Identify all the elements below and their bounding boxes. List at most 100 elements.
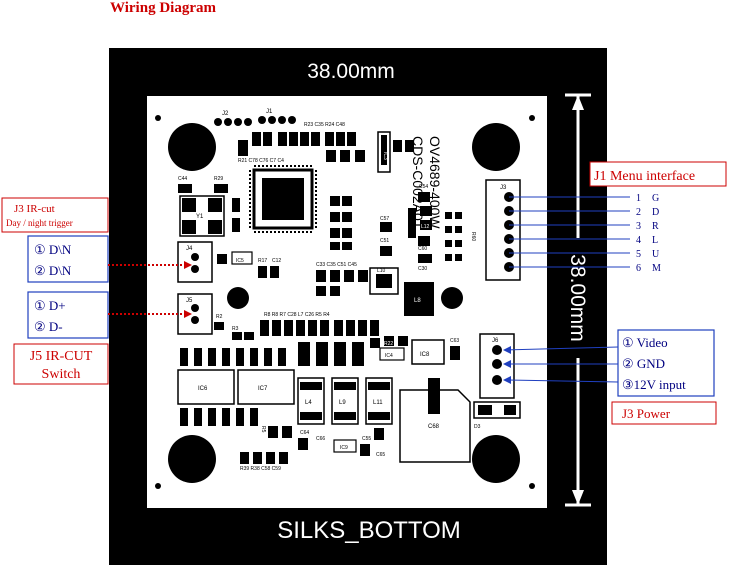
- j3-ircut-wire-arrow: [184, 261, 192, 269]
- j1-pin-num: 4: [636, 235, 641, 246]
- r2-label: R2: [216, 314, 223, 320]
- j3-power-pin-1: ① Video: [622, 335, 668, 350]
- model-line2: CDS-C002A01: [410, 136, 426, 229]
- y1-label: Y1: [196, 214, 204, 220]
- j1-pin-num: 1: [636, 193, 641, 204]
- ic2-label: IC2: [277, 180, 287, 186]
- j1-pin-num: 3: [636, 221, 641, 232]
- top-refs: R23 C35 R24 C48: [304, 122, 345, 128]
- j5-ircut-pin-box: [27, 291, 109, 339]
- j3-power-pin-box: [617, 329, 715, 397]
- r3-label: R3: [232, 326, 239, 332]
- r17-label: R17: [258, 258, 267, 264]
- j1-wires: [509, 196, 630, 268]
- c57-label: C57: [380, 216, 389, 222]
- j1-connector-label: J3: [500, 185, 507, 191]
- upper-components: R21 C78 C76 C7 C4 IC3 IC2 Y1 C44 R29: [178, 131, 414, 250]
- header-pads: J2 J1 R23 C35 R24 C48: [214, 109, 345, 128]
- j3-ircut-title: J3 IR-cut: [14, 203, 55, 215]
- dimension-vertical: 38.00mm: [565, 93, 591, 507]
- j1-title-box: [589, 161, 727, 187]
- c44-label: C44: [178, 176, 187, 182]
- j1-title: J1 Menu interface: [594, 169, 695, 184]
- j1-label: J1: [266, 109, 273, 115]
- ic7-label: IC7: [258, 386, 268, 392]
- r29-label: R29: [214, 176, 223, 182]
- j1-pin-num: 5: [636, 249, 641, 260]
- lower-components: R22 IC4 IC8 C63 IC6 IC7 L4 L9 L11 C68 D3: [177, 336, 521, 472]
- c68-label: C68: [428, 424, 440, 430]
- j1-pin-sig: U: [652, 249, 660, 260]
- j5-ircut-title-2: Switch: [42, 367, 81, 382]
- j3-power-title-box: [611, 401, 717, 425]
- dimension-horizontal: 38.00mm: [143, 56, 564, 84]
- diagram-title: Wiring Diagram: [110, 0, 216, 16]
- j4-label: J4: [186, 246, 193, 252]
- ic9-label: IC9: [340, 445, 348, 451]
- j5-ircut-wire-arrow: [184, 310, 192, 318]
- l4-label: L4: [305, 400, 312, 406]
- c64-label: C64: [300, 430, 309, 436]
- ic5-label: IC5: [236, 258, 244, 264]
- bottom-refs: R39 R38 C58 C59: [240, 466, 281, 472]
- l9-label: L9: [339, 400, 346, 406]
- c63-label: C63: [450, 338, 459, 344]
- j6-connector: J6: [479, 333, 515, 399]
- ic6-label: IC6: [198, 386, 208, 392]
- l11-label: L11: [373, 400, 383, 406]
- j5-ircut-title-1: J5 IR-CUT: [30, 349, 93, 364]
- c54-label: C54: [419, 184, 428, 190]
- r22-label: R22: [384, 341, 393, 347]
- j1-pin-num: 2: [636, 207, 641, 218]
- upper-refs: R21 C78 C76 C7 C4: [238, 158, 284, 164]
- j1-pin-num: 6: [636, 263, 641, 274]
- c66-label: C66: [316, 436, 325, 442]
- ic8-label: IC8: [420, 352, 430, 358]
- c30-label: C30: [418, 266, 427, 272]
- c12-label: C12: [272, 258, 281, 264]
- c65-label: C65: [376, 452, 385, 458]
- j3-power-pin-3: ③12V input: [622, 377, 686, 392]
- r5-label: R5: [260, 426, 266, 433]
- j6-connector-label: J6: [492, 338, 499, 344]
- left-mid-components: J4 IC5 R17 C12 C33 C35 C51 C45 J5 R2 R3 …: [177, 241, 379, 340]
- mid-refs-b: R8 R8 R7 C28 L7 C26 R5 R4: [264, 312, 330, 318]
- l12-label: L12: [421, 224, 430, 230]
- j3-ircut-title-box: [1, 197, 109, 233]
- c51-label: C51: [380, 238, 389, 244]
- j5-label: J5: [186, 298, 193, 304]
- j3-ircut-pin-1: ① D\N: [34, 242, 72, 257]
- j1-pin-sig: M: [652, 263, 661, 274]
- dimension-horizontal-label: 38.00mm: [307, 60, 395, 83]
- j3-power-wires: [503, 346, 619, 384]
- j2-label: J2: [222, 111, 229, 117]
- j3-power-pin-2: ② GND: [622, 356, 665, 371]
- j5-ircut-pin-2: ② D-: [34, 319, 63, 334]
- j1-pin-sig: R: [652, 221, 659, 232]
- l10-label: L10: [377, 268, 386, 274]
- j5-ircut-pin-1: ① D+: [34, 298, 66, 313]
- ic4-label: IC4: [385, 353, 393, 359]
- ic3-label: IC3: [382, 152, 388, 160]
- l8-label: L8: [414, 298, 421, 304]
- j1-pin-sig: D: [652, 207, 659, 218]
- dimension-vertical-label: 38.00mm: [566, 254, 589, 342]
- c55-label: C55: [362, 436, 371, 442]
- mounting-holes: [155, 115, 535, 489]
- d3-label: D3: [474, 424, 481, 430]
- r60-label: R60: [470, 232, 476, 241]
- j1-pin-sig: L: [652, 235, 658, 246]
- j3-power-title: J3 Power: [622, 406, 671, 421]
- j1-pin-sig: G: [652, 193, 659, 204]
- j3-ircut-pin-box: [27, 235, 109, 283]
- c60-label: C60: [418, 246, 427, 252]
- j3-ircut-subtitle: Day / night trigger: [6, 218, 73, 228]
- right-mid-components: C54 L12 C60 C30 C57 C51 R60 L10 L8: [369, 184, 476, 316]
